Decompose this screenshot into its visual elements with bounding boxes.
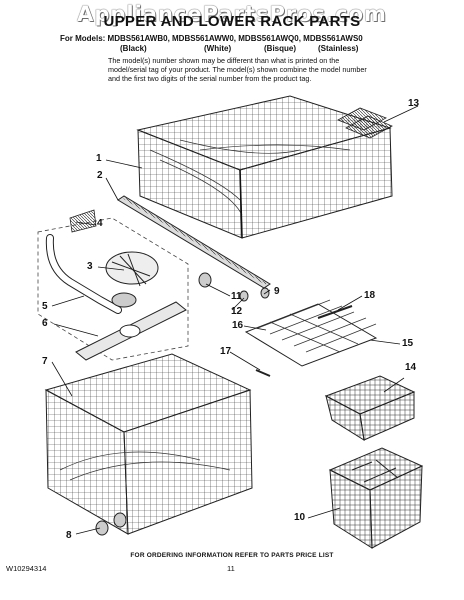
part-label-7: 7 (42, 356, 48, 367)
leader-lines (51, 105, 419, 535)
wheels (198, 272, 270, 302)
color-stainless: (Stainless) (318, 44, 359, 53)
part-label-13: 13 (408, 98, 420, 109)
page-title: UPPER AND LOWER RACK PARTS (103, 13, 361, 30)
rack-rail (117, 195, 271, 289)
part-label-10: 10 (294, 512, 306, 523)
color-bisque: (Bisque) (264, 44, 296, 53)
part-label-8: 8 (66, 530, 72, 541)
upper-rack (136, 95, 393, 239)
spray-arm-group (37, 209, 189, 361)
part-label-14: 14 (405, 362, 417, 373)
ordering-info: FOR ORDERING INFORMATION REFER TO PARTS … (130, 552, 334, 559)
silverware-basket (328, 447, 424, 549)
models-line: For Models: MDBS561AWB0, MDBS561AWW0, MD… (60, 34, 363, 43)
color-white: (White) (204, 44, 232, 53)
document-number: W10294314 (6, 564, 47, 573)
part-label-1: 1 (96, 153, 102, 164)
color-black: (Black) (120, 44, 147, 53)
part-label-2: 2 (97, 170, 103, 181)
rack-clips (337, 107, 393, 139)
part-label-3: 3 (87, 261, 93, 272)
part-label-5: 5 (42, 301, 48, 312)
part-label-11: 11 (231, 291, 242, 302)
part-label-9: 9 (274, 286, 280, 297)
tine-assembly (244, 299, 378, 377)
lower-rack (44, 353, 253, 536)
model-note: The model(s) number shown may be differe… (108, 56, 367, 83)
part-label-6: 6 (42, 318, 48, 329)
part-label-12: 12 (231, 306, 243, 317)
part-label-18: 18 (364, 290, 376, 301)
part-label-15: 15 (402, 338, 414, 349)
watermark: AppliancePartsPros.com (77, 2, 387, 26)
page-number: 11 (227, 564, 235, 573)
part-label-4: 4 (97, 218, 103, 229)
spray-arm (75, 301, 187, 361)
part-label-17: 17 (220, 346, 232, 357)
part-label-16: 16 (232, 320, 244, 331)
small-basket (324, 375, 416, 442)
